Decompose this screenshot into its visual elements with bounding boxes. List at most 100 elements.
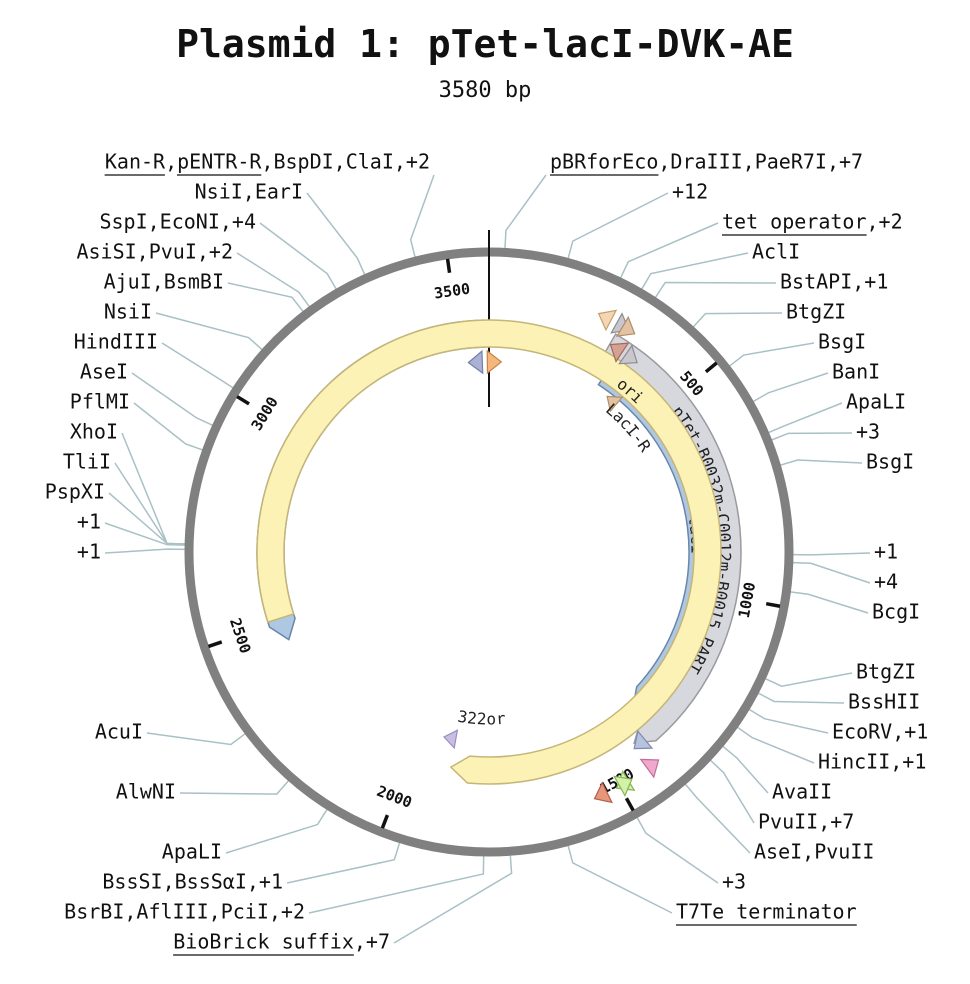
restriction-site-label[interactable]: AcuI [95, 720, 143, 744]
leader-line [684, 783, 751, 854]
restriction-site-label[interactable]: HindIII [74, 330, 158, 354]
restriction-site-label[interactable]: BsrBI,AflIII,PciI,+2 [64, 900, 305, 924]
restriction-site-label[interactable]: +1 [77, 510, 101, 534]
restriction-site-label[interactable]: BtgZI [856, 660, 916, 684]
leader-line [752, 372, 829, 403]
tick-mark [445, 258, 452, 274]
leader-line [757, 692, 845, 704]
restriction-site-label[interactable]: PspXI [45, 480, 105, 504]
tick-mark [236, 395, 250, 406]
restriction-site-label[interactable]: AseI,PvuII [754, 840, 874, 864]
leader-line [792, 561, 871, 584]
restriction-site-label[interactable]: AclI [752, 240, 800, 264]
leader-line [768, 402, 843, 434]
restriction-site-label[interactable]: +1 [77, 540, 101, 564]
tick-mark [704, 361, 718, 374]
restriction-site-label[interactable]: NsiI [104, 300, 152, 324]
tick-mark [207, 640, 223, 649]
restriction-site-label[interactable]: AjuI,BsmBI [104, 270, 224, 294]
feature-marker[interactable] [613, 770, 637, 798]
tick-label: 2500 [226, 616, 255, 656]
leader-line [765, 672, 853, 688]
leader-line [225, 808, 328, 854]
small-markers [467, 304, 665, 809]
leader-line [790, 591, 869, 614]
restriction-site-label[interactable]: tet operator,+2 [722, 210, 903, 234]
restriction-site-label[interactable]: BsgI [866, 450, 914, 474]
leader-line [722, 745, 769, 794]
restriction-site-label[interactable]: BsgI [818, 330, 866, 354]
feature-marker[interactable] [590, 781, 614, 809]
restriction-site-label[interactable]: ApaLI [846, 390, 906, 414]
restriction-site-label[interactable]: AsiSI,PvuI,+2 [76, 240, 233, 264]
tick-mark [765, 601, 781, 608]
primer-pbr322ori-f[interactable] [442, 728, 459, 750]
leader-line [161, 342, 234, 389]
restriction-site-label[interactable]: PflMI [70, 390, 130, 414]
feature-marker[interactable] [486, 349, 503, 375]
restriction-site-label[interactable]: +4 [874, 570, 898, 594]
feature-marker[interactable] [615, 315, 640, 343]
leader-line [308, 855, 485, 914]
restriction-site-label[interactable]: BssSI,BssSαI,+1 [102, 870, 283, 894]
restriction-site-label[interactable]: T7Te terminator [676, 900, 857, 924]
restriction-site-label[interactable]: BssHII [848, 690, 920, 714]
leader-line [286, 842, 401, 884]
feature-marker[interactable] [593, 304, 618, 332]
leader-line [131, 372, 213, 426]
restriction-site-label[interactable]: pBRforEco,DraIII,PaeR7I,+7 [550, 150, 863, 174]
primer-laci-r[interactable] [601, 390, 624, 413]
restriction-site-label[interactable]: NsiI,EarI [195, 180, 303, 204]
restriction-site-label[interactable]: +12 [672, 180, 708, 204]
restriction-site-label[interactable]: BstAPI,+1 [780, 270, 888, 294]
restriction-site-label[interactable]: BioBrick suffix,+7 [173, 930, 390, 954]
tick-mark [380, 814, 390, 829]
restriction-site-label[interactable]: AvaII [772, 780, 832, 804]
restriction-site-label[interactable]: ApaLI [162, 840, 222, 864]
leader-lines [104, 174, 871, 944]
restriction-site-label[interactable]: AlwNI [116, 780, 176, 804]
feature-marker[interactable] [639, 751, 665, 779]
feature-ori[interactable] [256, 319, 722, 785]
leader-line [636, 817, 719, 884]
leader-line [792, 552, 871, 556]
leader-line [709, 759, 755, 824]
leader-line [567, 845, 673, 914]
leader-line [133, 402, 203, 451]
restriction-site-label[interactable]: TliI [63, 450, 111, 474]
feature-marker[interactable] [467, 349, 484, 375]
feature-marker[interactable] [618, 344, 643, 372]
feature-marker[interactable] [627, 729, 654, 757]
leader-line [619, 222, 719, 279]
leader-line [306, 192, 366, 275]
leader-line [227, 282, 304, 312]
restriction-site-label[interactable]: AseI [80, 360, 128, 384]
restriction-site-label[interactable]: EcoRV,+1 [832, 720, 928, 744]
leader-line [567, 192, 669, 259]
restriction-site-label[interactable]: +3 [722, 870, 746, 894]
restriction-site-label[interactable]: HincII,+1 [818, 750, 926, 774]
restriction-site-label[interactable]: +1 [874, 540, 898, 564]
restriction-site-label[interactable]: SspI,EcoNI,+4 [99, 210, 256, 234]
leader-line [736, 726, 815, 764]
tick-label: 2000 [374, 782, 414, 812]
leader-line [780, 459, 863, 466]
leader-line [409, 174, 435, 258]
leader-line [104, 522, 186, 546]
restriction-site-label[interactable]: PvuII,+7 [758, 810, 854, 834]
feature-marker[interactable] [604, 335, 630, 363]
leader-line [771, 432, 853, 441]
restriction-site-label[interactable]: BcgI [872, 600, 920, 624]
leader-line [729, 342, 815, 367]
leader-line [179, 780, 290, 795]
restriction-site-label[interactable]: XhoI [70, 420, 118, 444]
restriction-site-label[interactable]: BtgZI [786, 300, 846, 324]
leader-line [236, 252, 311, 308]
restriction-site-label[interactable]: Kan-R,pENTR-R,BspDI,ClaI,+2 [105, 150, 430, 174]
leader-line [104, 548, 186, 554]
restriction-site-label[interactable]: +3 [856, 420, 880, 444]
restriction-site-label[interactable]: BanI [832, 360, 880, 384]
leader-line [393, 855, 513, 944]
leader-line [504, 174, 547, 249]
